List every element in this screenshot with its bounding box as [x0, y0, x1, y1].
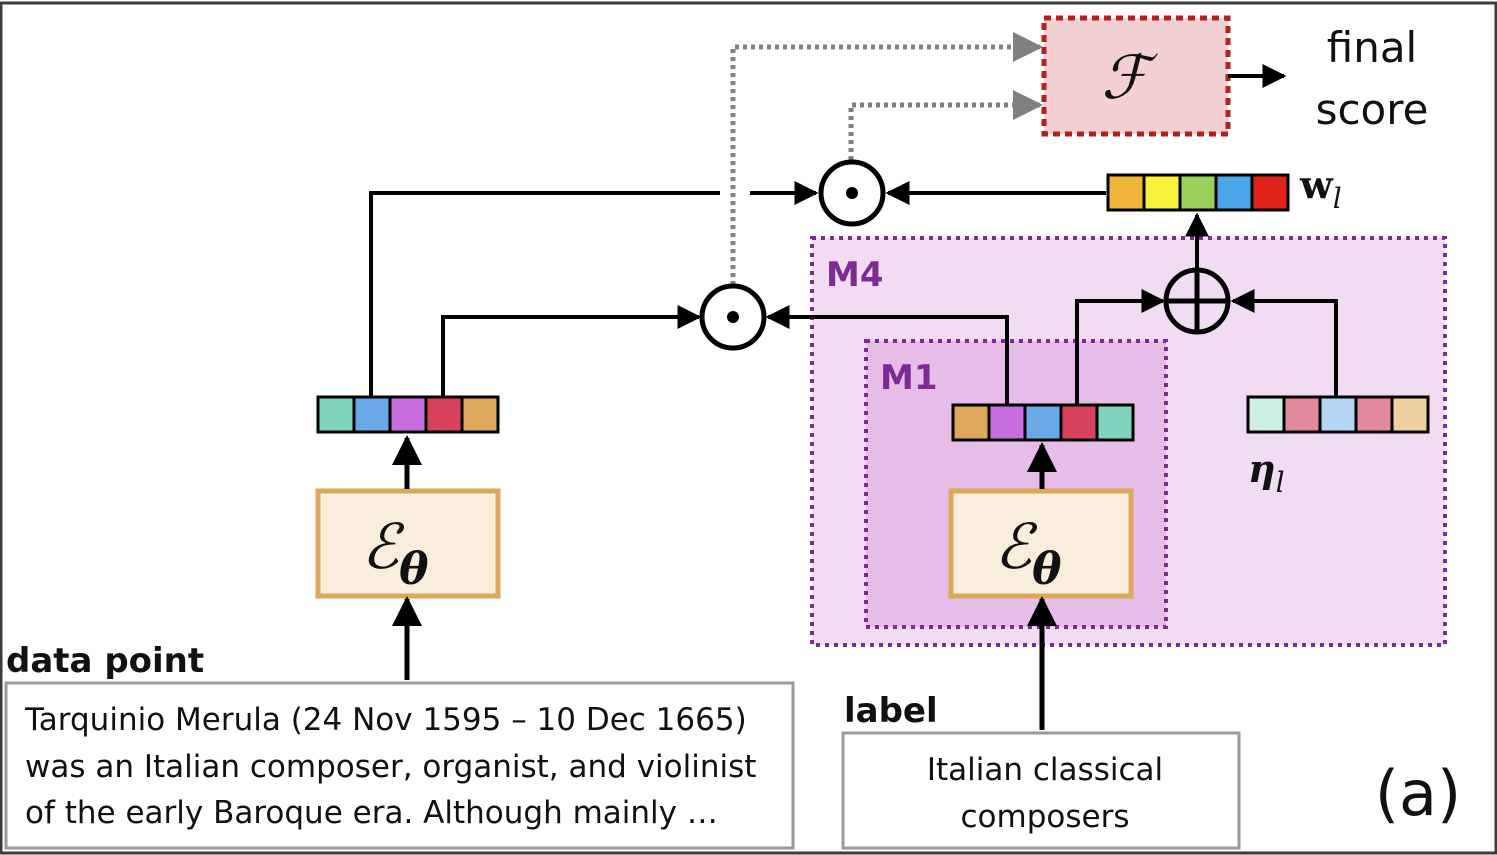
vector-cell: [460, 395, 500, 434]
vector-cell: [1023, 403, 1063, 442]
final-score-line1: final: [1327, 23, 1417, 72]
dotted-arrow-upper: [730, 32, 1043, 293]
vector-cell: [1390, 395, 1430, 434]
vector-cell: [1250, 173, 1290, 212]
m4-label: M4: [826, 255, 884, 295]
arrow-label-to-oplus: [1075, 289, 1166, 405]
label-line2: composers: [961, 799, 1130, 835]
vector-cell: [1059, 403, 1099, 442]
vector-cell: [1214, 173, 1254, 212]
vector-cell: [1095, 403, 1135, 442]
arrow-label-to-lower-odot: [765, 305, 1009, 405]
vector-cell: [352, 395, 392, 434]
data-encoder-symbol: ℰθ: [362, 510, 430, 595]
w-vector-label: wl: [1299, 162, 1342, 215]
vector-cell: [951, 403, 991, 442]
w-vector: [1106, 173, 1290, 212]
vector-cell: [1246, 395, 1286, 434]
eta-vector: [1246, 395, 1430, 434]
vector-cell: [1282, 395, 1322, 434]
label-encoder-box: [948, 488, 1134, 599]
data-point-heading: data point: [6, 641, 204, 681]
label-embedding-vector: [951, 403, 1135, 442]
final-score-line2: score: [1316, 85, 1429, 134]
arrow-data-to-lower-odot: [441, 305, 702, 397]
data-embedding-vector: [316, 395, 500, 434]
arrow-data-to-upper-odot: [369, 191, 720, 397]
figure-tag: (a): [1375, 757, 1461, 830]
vector-cell: [1106, 173, 1146, 212]
data-point-line2: was an Italian composer, organist, and v…: [25, 749, 756, 785]
label-line1: Italian classical: [927, 752, 1163, 788]
lower-odot-operator: [699, 283, 767, 351]
vector-cell: [316, 395, 356, 434]
vector-cell: [1178, 173, 1218, 212]
eta-vector-label: ηl: [1248, 446, 1285, 499]
arrow-eta-to-oplus: [1230, 289, 1338, 397]
vector-cell: [388, 395, 428, 434]
vector-cell: [1142, 173, 1182, 212]
dotted-arrow-lower: [848, 90, 1043, 168]
vector-cell: [1318, 395, 1358, 434]
label-box: [841, 731, 1241, 850]
data-point-box: [4, 681, 795, 850]
aggregator-box: [1041, 15, 1231, 137]
upper-odot-operator: [818, 159, 886, 227]
vector-cell: [987, 403, 1027, 442]
vector-cell: [1354, 395, 1394, 434]
data-point-line3: of the early Baroque era. Although mainl…: [25, 795, 718, 831]
label-encoder-symbol: ℰθ: [995, 510, 1063, 595]
data-point-line1: Tarquinio Merula (24 Nov 1595 – 10 Dec 1…: [24, 702, 747, 738]
label-heading: label: [844, 691, 938, 731]
data-encoder-box: [315, 488, 501, 599]
m1-label: M1: [880, 358, 938, 398]
oplus-operator: [1163, 267, 1231, 335]
vector-cell: [424, 395, 464, 434]
